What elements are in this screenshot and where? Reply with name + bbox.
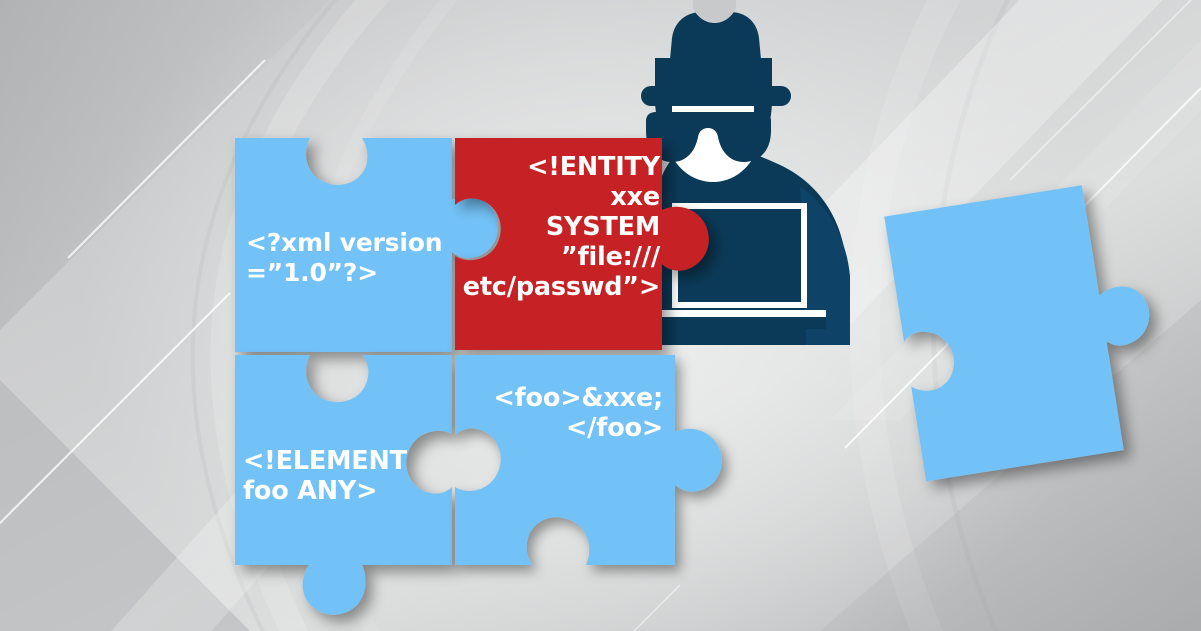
- piece-entity[interactable]: [455, 138, 709, 350]
- piece-xml-version[interactable]: [235, 138, 498, 352]
- piece-element[interactable]: [235, 355, 452, 615]
- sunglasses-icon: [646, 112, 771, 162]
- piece-foo-body[interactable]: [455, 355, 722, 565]
- piece-detached[interactable]: [884, 178, 1169, 482]
